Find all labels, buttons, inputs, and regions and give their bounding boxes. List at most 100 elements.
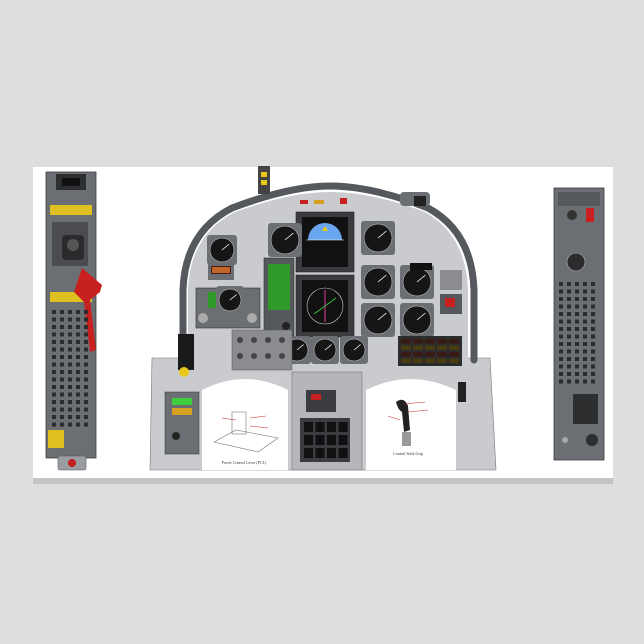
fire-warning-light[interactable] [340,198,347,204]
console-switch[interactable] [583,304,587,309]
console-switch[interactable] [575,342,579,346]
console-switch[interactable] [60,355,64,359]
console-switch[interactable] [76,377,80,382]
console-switch[interactable] [567,349,571,354]
console-switch[interactable] [583,312,587,316]
console-switch[interactable] [68,347,72,352]
console-switch[interactable] [84,310,88,314]
console-switch[interactable] [68,317,72,322]
panel-switch[interactable] [251,337,257,343]
keypad-key[interactable] [315,435,325,445]
console-switch[interactable] [84,415,88,419]
panel-switch[interactable] [251,353,257,359]
console-switch[interactable] [559,364,563,369]
console-switch[interactable] [68,392,72,397]
console-switch[interactable] [591,349,595,354]
console-switch[interactable] [559,327,563,331]
console-switch[interactable] [52,370,56,374]
console-switch[interactable] [84,355,88,359]
console-switch[interactable] [559,379,563,384]
keypad-key[interactable] [338,448,348,458]
console-switch[interactable] [52,310,56,314]
console-switch[interactable] [52,355,56,359]
console-switch[interactable] [52,362,56,367]
console-switch[interactable] [68,355,72,359]
console-switch[interactable] [575,372,579,376]
right-console-red-switch[interactable] [586,208,594,222]
console-switch[interactable] [567,364,571,369]
console-switch[interactable] [575,319,579,324]
console-switch[interactable] [559,334,563,339]
console-switch[interactable] [52,385,56,389]
keypad-key[interactable] [304,435,313,445]
console-switch[interactable] [591,342,595,346]
lower-mfd[interactable] [295,274,355,338]
panel-switch[interactable] [279,337,285,343]
console-switch[interactable] [583,372,587,376]
panel-switch[interactable] [237,353,243,359]
console-switch[interactable] [583,357,587,361]
panel-switch[interactable] [265,353,271,359]
right-lower-switch[interactable] [458,382,466,402]
console-switch[interactable] [52,422,56,427]
console-switch[interactable] [68,362,72,367]
console-switch[interactable] [591,364,595,369]
console-switch[interactable] [591,282,595,286]
console-switch[interactable] [68,332,72,337]
console-switch[interactable] [52,400,56,404]
console-switch[interactable] [84,317,88,322]
console-switch[interactable] [68,377,72,382]
console-switch[interactable] [575,304,579,309]
keypad-key[interactable] [327,435,336,445]
console-switch[interactable] [575,312,579,316]
console-switch[interactable] [559,342,563,346]
console-switch[interactable] [84,400,88,404]
console-switch[interactable] [583,379,587,384]
console-switch[interactable] [52,347,56,352]
console-switch[interactable] [68,325,72,329]
console-switch[interactable] [60,407,64,412]
keypad-key[interactable] [315,422,325,432]
console-switch[interactable] [559,297,563,301]
console-switch[interactable] [76,332,80,337]
radio-knob-right[interactable] [247,313,257,323]
console-switch[interactable] [76,407,80,412]
console-switch[interactable] [84,377,88,382]
console-switch[interactable] [591,357,595,361]
console-switch[interactable] [559,319,563,324]
console-switch[interactable] [84,422,88,427]
panel-switch[interactable] [279,353,285,359]
console-switch[interactable] [60,310,64,314]
keypad-key[interactable] [338,422,348,432]
console-switch[interactable] [84,347,88,352]
keypad-key[interactable] [304,422,313,432]
master-caution-light[interactable] [314,200,324,204]
console-switch[interactable] [575,327,579,331]
console-switch[interactable] [567,372,571,376]
console-switch[interactable] [76,355,80,359]
console-switch[interactable] [583,349,587,354]
console-switch[interactable] [567,319,571,324]
console-switch[interactable] [84,370,88,374]
console-switch[interactable] [559,304,563,309]
console-switch[interactable] [583,282,587,286]
console-switch[interactable] [76,340,80,344]
keypad-key[interactable] [304,448,313,458]
console-switch[interactable] [76,385,80,389]
console-switch[interactable] [76,310,80,314]
left-console-red-knob[interactable] [68,459,76,467]
radio-knob-left[interactable] [198,313,208,323]
console-switch[interactable] [559,289,563,294]
right-console-dial[interactable] [586,434,598,446]
console-switch[interactable] [60,370,64,374]
console-switch[interactable] [68,370,72,374]
console-switch[interactable] [575,282,579,286]
console-switch[interactable] [567,312,571,316]
console-switch[interactable] [567,304,571,309]
console-switch[interactable] [76,325,80,329]
left-subpanel-knob[interactable] [172,432,180,440]
right-console-knob[interactable] [567,210,577,220]
console-switch[interactable] [591,289,595,294]
console-switch[interactable] [583,297,587,301]
console-switch[interactable] [559,372,563,376]
